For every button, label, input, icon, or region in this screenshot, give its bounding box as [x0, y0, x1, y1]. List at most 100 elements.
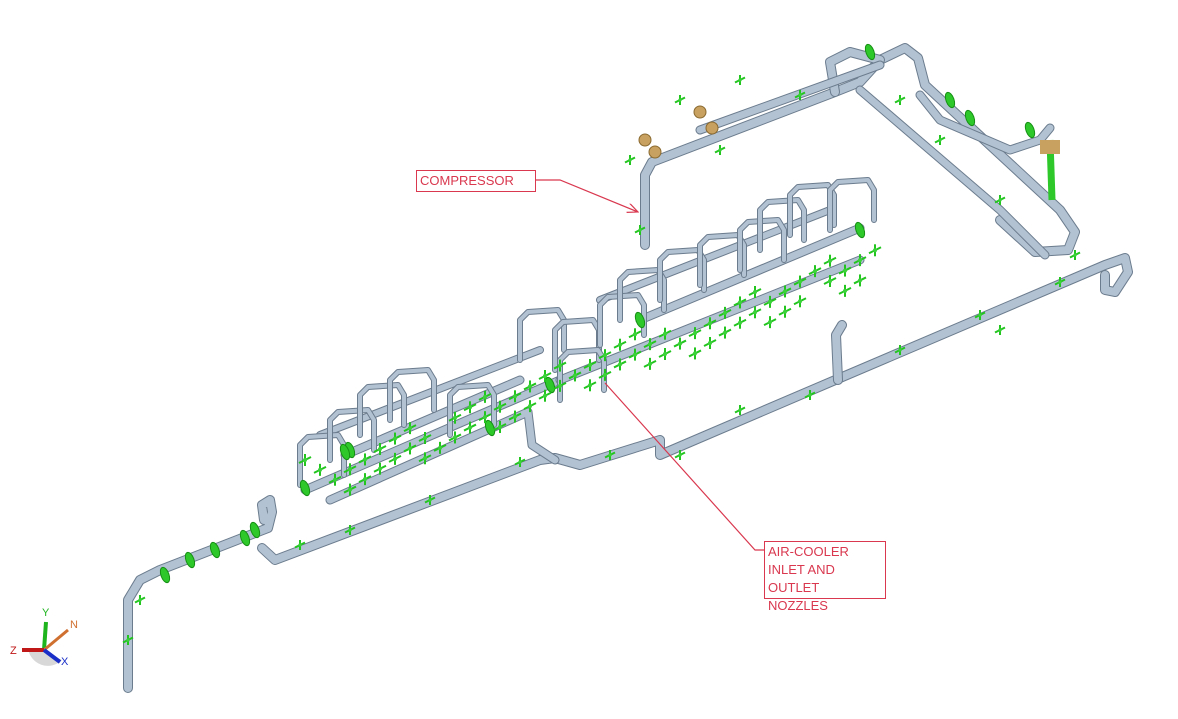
- compressor-label: COMPRESSOR: [420, 173, 514, 188]
- cooler-nozzle-support: [853, 254, 867, 267]
- pipe-supports: [122, 43, 1081, 645]
- air-cooler-label-line-3: OUTLET NOZZLES: [768, 580, 828, 613]
- pipe-support: [734, 405, 746, 415]
- air-cooler-leader-line: [604, 382, 765, 551]
- cooler-nozzle-support: [628, 348, 642, 361]
- pipe-support: [734, 75, 746, 85]
- cooler-nozzle-support: [838, 264, 852, 277]
- cooler-nozzle-support: [703, 337, 717, 349]
- cooler-nozzle-support: [358, 453, 372, 466]
- compressor-callout: COMPRESSOR: [416, 170, 536, 192]
- cooler-nozzle-support: [688, 347, 702, 360]
- cooler-u-loop-body: [328, 408, 376, 462]
- cooler-nozzle-support: [718, 306, 732, 319]
- cooler-u-loop-body: [618, 268, 666, 322]
- cooler-nozzle-support: [463, 421, 477, 434]
- cooler-nozzle-support: [508, 410, 522, 423]
- cooler-nozzle-support: [478, 411, 492, 424]
- x-axis-arrow: [42, 648, 62, 664]
- pipe-support: [674, 95, 686, 105]
- pipe-support: [894, 345, 906, 355]
- cooler-nozzle-flange: [299, 479, 311, 497]
- cooler-nozzle-support: [523, 380, 537, 393]
- valve-body: [1040, 140, 1060, 154]
- cooler-nozzle-support: [643, 338, 657, 351]
- cooler-nozzle-support: [553, 379, 567, 392]
- cooler-nozzle-flange: [339, 443, 351, 461]
- cooler-nozzle-support: [478, 390, 492, 403]
- cooler-nozzle-support: [493, 400, 507, 413]
- air-cooler-label-line-2: INLET AND: [768, 562, 835, 577]
- cooler-u-loop-body: [448, 383, 496, 437]
- pipe-support: [1069, 250, 1081, 260]
- cooler-nozzle-support: [703, 317, 717, 330]
- discharge-branch-pipe-body: [856, 86, 1049, 259]
- cooler-u-loop-body: [828, 178, 876, 232]
- cooler-return-pipe-body: [326, 408, 559, 504]
- cooler-nozzle-support: [793, 295, 807, 308]
- flange: [944, 91, 956, 109]
- cooler-nozzle-support: [523, 400, 537, 413]
- cooler-nozzle-support: [778, 305, 792, 318]
- pipe-support: [344, 525, 356, 535]
- x-axis-label: X: [61, 656, 69, 668]
- cooler-nozzle-support: [688, 327, 702, 340]
- n-axis-label: N: [70, 619, 78, 631]
- compressor-valve: [648, 145, 662, 159]
- cooler-nozzle-support: [838, 284, 852, 297]
- cooler-nozzle-support: [808, 265, 822, 278]
- cooler-header-3-body: [317, 347, 543, 438]
- y-axis-label: Y: [42, 607, 50, 619]
- air-cooler-label-line-1: AIR-COOLER: [768, 544, 849, 559]
- pipe-support: [674, 450, 686, 460]
- lower-header-pipe-body: [258, 254, 1132, 564]
- cooler-nozzle-support: [433, 441, 447, 454]
- flange: [854, 221, 866, 239]
- riser-branch-body: [832, 321, 846, 384]
- cooler-nozzle-support: [718, 326, 732, 339]
- cooler-nozzle-support: [733, 316, 747, 329]
- pipe-network: [123, 43, 1133, 693]
- cooler-nozzle-support: [343, 483, 357, 496]
- cooler-nozzle-support: [493, 421, 507, 433]
- compressor-discharge-pipe-body: [641, 44, 1079, 256]
- flange: [159, 566, 171, 584]
- cooler-nozzle-support: [343, 463, 357, 476]
- cooler-nozzle-support: [598, 349, 612, 362]
- pipe-support: [634, 225, 646, 235]
- cooler-nozzle-support: [868, 244, 882, 257]
- y-axis-arrow: [42, 621, 48, 651]
- cooler-nozzle-support: [388, 452, 402, 465]
- cooler-header-5-body: [636, 224, 864, 324]
- flange: [239, 529, 251, 547]
- pipe-support: [994, 325, 1006, 335]
- axis-triad: Y N Z X: [10, 607, 78, 668]
- flange: [249, 521, 261, 539]
- cooler-nozzle-support: [403, 422, 417, 435]
- pipe-support: [714, 145, 726, 155]
- cooler-nozzle-support: [733, 296, 747, 309]
- cooler-nozzle-support: [553, 359, 567, 372]
- compressor-parallel-pipe-body: [696, 61, 884, 134]
- cooler-nozzle-support: [568, 369, 582, 382]
- pipe-support: [994, 195, 1006, 205]
- cooler-u-loop-body: [388, 368, 436, 422]
- cooler-nozzle-support: [748, 306, 762, 319]
- cooler-header-1-body: [301, 376, 564, 494]
- compressor-leader-line: [535, 179, 638, 212]
- pipe-support: [1054, 277, 1066, 287]
- flange: [184, 551, 196, 569]
- cooler-nozzle-support: [538, 370, 552, 382]
- cooler-nozzle-support: [538, 389, 552, 402]
- cooler-nozzle-support: [418, 432, 432, 444]
- cooler-nozzle-support: [388, 432, 402, 445]
- pipe-support: [974, 310, 986, 320]
- pipe-support: [514, 457, 526, 467]
- flange: [209, 541, 221, 559]
- pipe-support: [804, 390, 816, 400]
- cooler-nozzle-support: [763, 295, 777, 308]
- pipe-support: [934, 135, 946, 145]
- cooler-nozzle-support: [793, 275, 807, 288]
- cooler-nozzle-support: [613, 338, 627, 351]
